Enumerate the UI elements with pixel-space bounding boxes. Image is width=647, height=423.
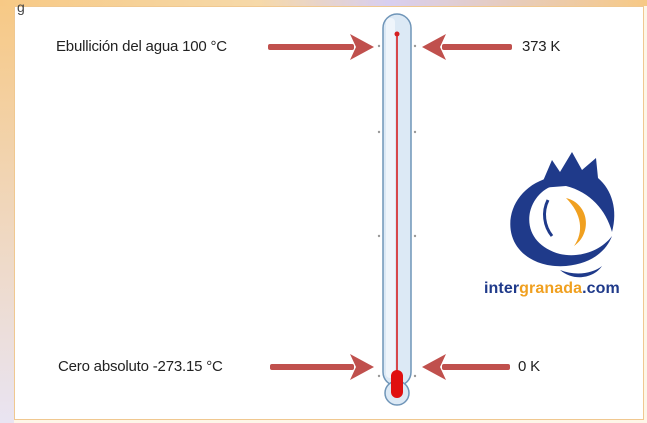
label-absolute-zero-kelvin: 0 K	[518, 358, 540, 375]
arrow-zero-kelvin	[422, 354, 510, 380]
label-absolute-zero-celsius: Cero absoluto -273.15 °C	[58, 358, 223, 375]
thermometer-icon	[377, 13, 417, 406]
arrow-boiling-kelvin	[422, 34, 512, 60]
logo-text-granada: granada	[519, 280, 583, 297]
clipped-title-text: g	[17, 0, 25, 15]
logo-text: intergranada.com	[484, 280, 620, 298]
background-stripe-left	[0, 0, 14, 423]
mercury-bulb	[391, 370, 403, 398]
label-boiling-kelvin: 373 K	[522, 38, 561, 55]
arrow-boiling-celsius	[268, 34, 374, 60]
arrow-zero-celsius	[270, 354, 374, 380]
logo-text-inter: inter	[484, 280, 520, 297]
label-boiling-celsius: Ebullición del agua 100 °C	[56, 38, 227, 55]
background-stripe-top	[0, 0, 647, 6]
mercury-top	[394, 31, 400, 37]
intergranada-logo-icon	[510, 152, 615, 278]
diagram-panel: g	[14, 0, 644, 420]
logo-text-domain: .com	[582, 280, 620, 297]
